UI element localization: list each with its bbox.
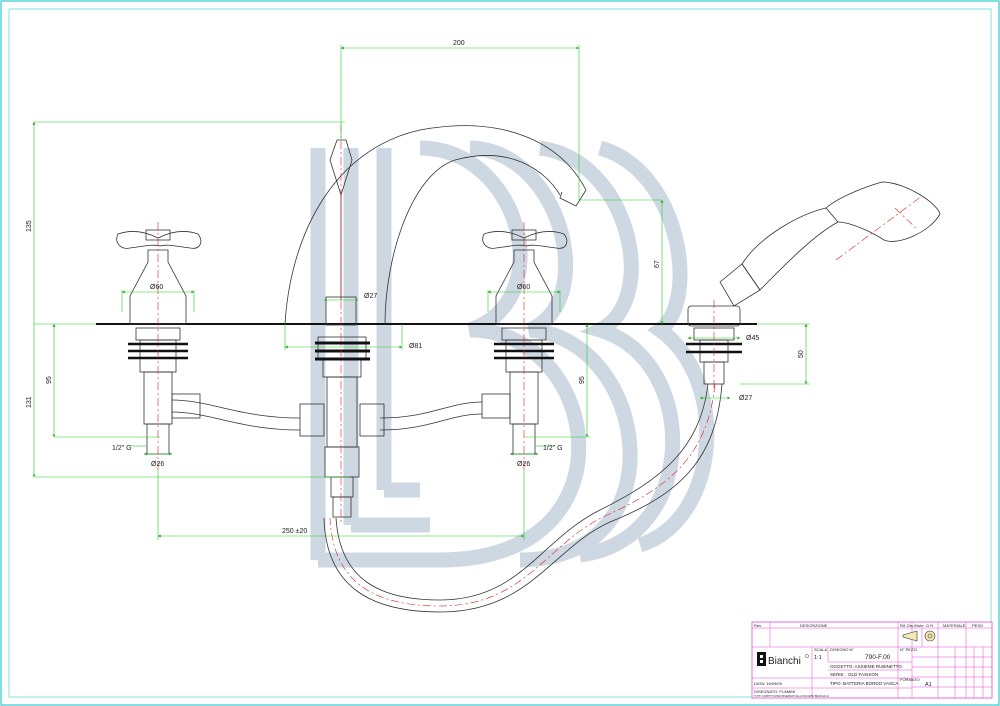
- connecting-pipes: [171, 393, 511, 437]
- dim-shower-dia: Ø45: [746, 335, 759, 342]
- tb-designer: DISEGNATO: FLAMINI: [754, 689, 795, 694]
- tb-weight-label: PESO: [972, 623, 983, 628]
- dim-left-pipe-dia: Ø26: [151, 461, 164, 468]
- tb-material-label: MATERIALE: [943, 623, 966, 628]
- dim-shower-base-height: 50: [798, 350, 805, 358]
- tb-rev-label: Rev.: [754, 623, 762, 628]
- tb-scale-value: 1:1: [814, 655, 822, 661]
- watermark-logo: [310, 140, 715, 568]
- tb-description-label: DESCRIZIONE: [800, 623, 828, 628]
- tb-rif-label: Rif. Dis./Note: [900, 623, 924, 628]
- tb-scale-label: SCALA: [814, 647, 827, 652]
- hand-shower: [687, 181, 941, 385]
- tb-format-value: A1: [925, 682, 932, 688]
- title-block: Rev. DESCRIZIONE Rif. Dis./Note G.R. MAT…: [751, 621, 993, 699]
- dim-right-valve-height: 95: [579, 376, 586, 384]
- dim-right-handle-dia: Ø60: [517, 284, 530, 291]
- dim-left-thread: 1/2" G: [112, 445, 132, 452]
- dim-shower-hose-dia: Ø27: [739, 395, 752, 402]
- spout-washers: [315, 341, 370, 361]
- dim-total-height: 135: [26, 220, 33, 232]
- tb-gr-label: G.R.: [926, 623, 934, 628]
- tb-type: TIPO: BATTERIA BORDO VASCA: [830, 681, 898, 686]
- shower-hose: [323, 383, 723, 613]
- dim-right-pipe-dia: Ø26: [517, 461, 530, 468]
- dim-right-thread: 1/2" G: [543, 445, 563, 452]
- dim-left-handle-dia: Ø60: [150, 284, 163, 291]
- bianchi-logo: Bianchi: [757, 652, 809, 667]
- dim-base-height: 131: [26, 396, 33, 408]
- dim-center-distance: 250 ±20: [282, 528, 307, 535]
- tb-copyright: TUTTI I DIRITTI SONO RISERVATI ALLA SOCI…: [754, 694, 829, 698]
- dim-spout-dia: Ø27: [364, 293, 377, 300]
- tb-drawing-no-label: DISEGNO N°: [830, 647, 854, 652]
- dim-top-width: 200: [453, 40, 465, 47]
- tb-pieces-label: N° PEZZI: [900, 647, 917, 652]
- tb-drawing-no: 790-F.00: [865, 654, 891, 661]
- tb-series-label: SERIE:: [830, 672, 845, 677]
- left-valve: [116, 229, 202, 455]
- tb-date: DATA: 16/09/09: [754, 681, 783, 686]
- dim-spout-drop: 67: [654, 260, 661, 268]
- projection-symbol: [902, 630, 936, 642]
- tb-object: OGGETTO: ASSIEME RUBINETTO: [830, 664, 902, 669]
- tb-series-value: OLD FASHION: [848, 672, 878, 677]
- dimension-labels: 200 135 67 131 95 95 50 Ø60 Ø60 Ø27 Ø81 …: [26, 40, 805, 535]
- centerlines: [157, 125, 923, 607]
- tb-brand: Bianchi: [768, 656, 801, 667]
- dimension-lines: [32, 45, 810, 540]
- dim-left-valve-height: 95: [46, 376, 53, 384]
- dim-spout-base-dia: Ø81: [409, 343, 422, 350]
- tb-format-label: FORMATO: [900, 677, 920, 682]
